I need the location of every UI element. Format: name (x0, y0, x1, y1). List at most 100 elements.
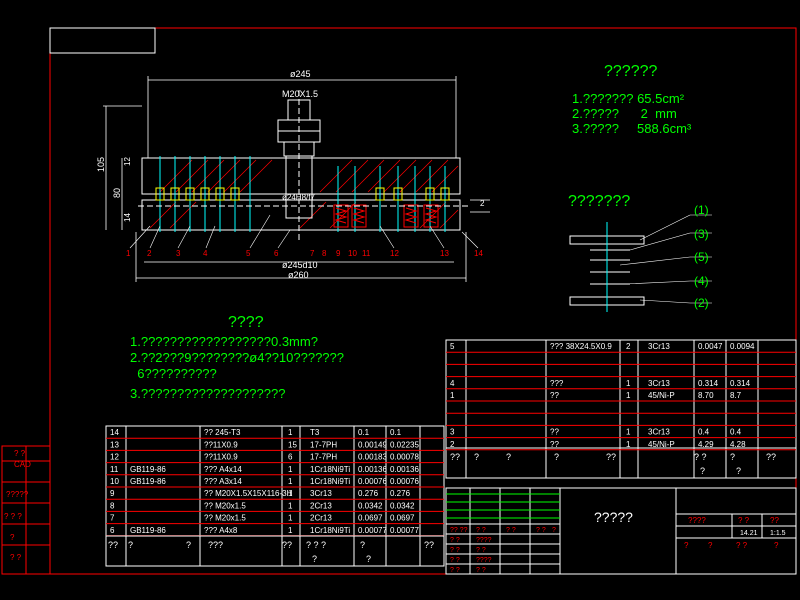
bom_left-cell: 6 (288, 453, 293, 462)
stamp-text-4: ? (10, 533, 15, 542)
bom_left-cell: 0.0342 (390, 501, 415, 510)
layer-label-4: (4) (694, 274, 709, 288)
balloon-10: 10 (348, 249, 357, 258)
bom_left-header: ?? (282, 540, 292, 550)
bom_right-cell: 3Cr13 (648, 342, 670, 351)
tech-title: ???? (228, 314, 264, 331)
bom_left-cell: 11 (110, 465, 119, 474)
bom_left-cell: 0.0697 (390, 514, 415, 523)
dim-m20: M20X1.5 (282, 89, 318, 99)
bom_left-cell: 1 (288, 465, 293, 474)
bom_left-cell: 1Cr18Ni9Ti (310, 465, 350, 474)
plate-bottom (141, 199, 461, 231)
balloon-9: 9 (336, 249, 341, 258)
info-bottom-2: ? ? (736, 541, 748, 550)
bom_right-cell: ?? (550, 428, 559, 437)
bom_right-cell: 0.314 (698, 379, 719, 388)
bom_left-cell: 1 (288, 514, 293, 523)
bom_left-cell: 1Cr18Ni9Ti (310, 477, 350, 486)
bom_left-header2: ? (366, 554, 371, 564)
bom_left-cell: 7 (110, 514, 115, 523)
sig-cell: ? ? (450, 557, 460, 564)
tech-line-2: 2.??2???9????????ø4??10??????? (130, 350, 344, 365)
dim-260: ø260 (288, 270, 309, 280)
bom_left-cell: 10 (110, 477, 119, 486)
bom_right-header: ? (554, 452, 559, 462)
bom_left-cell: 17-7PH (310, 453, 337, 462)
balloon-1: 1 (126, 249, 131, 258)
info-bottom-1: ? (708, 541, 713, 550)
layer-title: ??????? (568, 193, 630, 210)
bom_left-cell: ??? A4x14 (204, 465, 242, 474)
assembly-section-view: ø245 M20X1.5 105 80 12 14 ø24H8/f7 ø245d… (96, 69, 490, 282)
bom_right-cell: 4 (450, 379, 455, 388)
bom_left-cell: 3Cr13 (310, 489, 332, 498)
stamp-text-3: ? ? ? (4, 512, 22, 521)
dim-14: 14 (123, 213, 132, 222)
bom_left-header: ? (128, 540, 133, 550)
tech-line-1: 1.??????????????????0.3mm? (130, 334, 318, 349)
bom_right-cell: 4.28 (730, 440, 746, 449)
sig-cell: ? ? (476, 547, 486, 554)
bom_left-cell: ?? M20X1.5X15X116-3H (204, 489, 293, 498)
bom_left-header: ? (186, 540, 191, 550)
sig-cell: ? ? (476, 527, 486, 534)
tech-line-4: 3.???????????????????? (130, 386, 285, 401)
info-bottom-0: ? (684, 541, 689, 550)
balloon-4: 4 (203, 249, 208, 258)
bom_right-cell: 2 (626, 342, 631, 351)
bom_left-cell: ??? A4x8 (204, 526, 238, 535)
bom_left-cell: 1 (288, 428, 293, 437)
bom_left-cell: 1Cr18Ni9Ti (310, 526, 350, 535)
dim-105: 105 (96, 157, 106, 172)
bom_left-cell: ??11X0.9 (204, 453, 238, 462)
spec-line-2: 2.????? 2 mm (572, 106, 677, 121)
bom_left-cell: ?? M20x1.5 (204, 514, 246, 523)
bom_left-cell: 0.00076 (390, 477, 419, 486)
bom_left-cell: 0.00077 (390, 526, 419, 535)
balloon-2: 2 (147, 249, 152, 258)
bom_left-header: ? ? ? (306, 540, 326, 550)
info-head-0: ???? (688, 516, 706, 525)
bom_left-cell: 1 (288, 477, 293, 486)
info-val-scale: 1:1.5 (770, 530, 786, 537)
bom_right-cell: 1 (626, 391, 631, 400)
layer-label-3: (3) (694, 227, 709, 241)
bom_left-cell: 0.00076 (358, 477, 387, 486)
drawing-name: ????? (594, 509, 633, 525)
bom_right-cell: ??? 38X24.5X0.9 (550, 342, 612, 351)
sig-cell: ? ? (450, 567, 460, 574)
tech-line-3: 6?????????? (130, 366, 217, 381)
bom_left-cell: 2Cr13 (310, 514, 332, 523)
balloon-8: 8 (322, 249, 327, 258)
bom_right-cell: ?? (550, 440, 559, 449)
dim-80: 80 (112, 188, 122, 198)
title-corner-box (49, 27, 156, 54)
bom_left-header: ? (360, 540, 365, 550)
info-head-1: ? ? (738, 516, 750, 525)
bom_right-cell: 45/Ni-P (648, 440, 675, 449)
bom_right-cell: 8.7 (730, 391, 742, 400)
balloon-14: 14 (474, 249, 483, 258)
balloon-5: 5 (246, 249, 251, 258)
bom_right-cell: 3 (450, 428, 455, 437)
bom_left-cell: 9 (110, 489, 115, 498)
bom_left-cell: 0.276 (358, 489, 379, 498)
stamp-text-5: ? ? (10, 553, 22, 562)
info-bottom-3: ? (774, 541, 779, 550)
bom_left-cell: 14 (110, 428, 119, 437)
bom_left-cell: GB119-86 (130, 477, 166, 486)
bom_right-cell: 45/Ni-P (648, 391, 675, 400)
bom_left-cell: 6 (110, 526, 115, 535)
layer-label-2: (2) (694, 296, 709, 310)
sig-cell: ???? (476, 537, 492, 544)
bom_left-cell: 0.00183 (358, 453, 387, 462)
sig-cell: ? ? (506, 527, 516, 534)
bom_left-cell: 0.00078 (390, 453, 419, 462)
bom_right-cell: 0.4 (698, 428, 710, 437)
bom_left-header: ??? (208, 540, 223, 550)
stamp-text-0: ? ? (14, 449, 26, 458)
bom_left-cell: ??? A3x14 (204, 477, 242, 486)
